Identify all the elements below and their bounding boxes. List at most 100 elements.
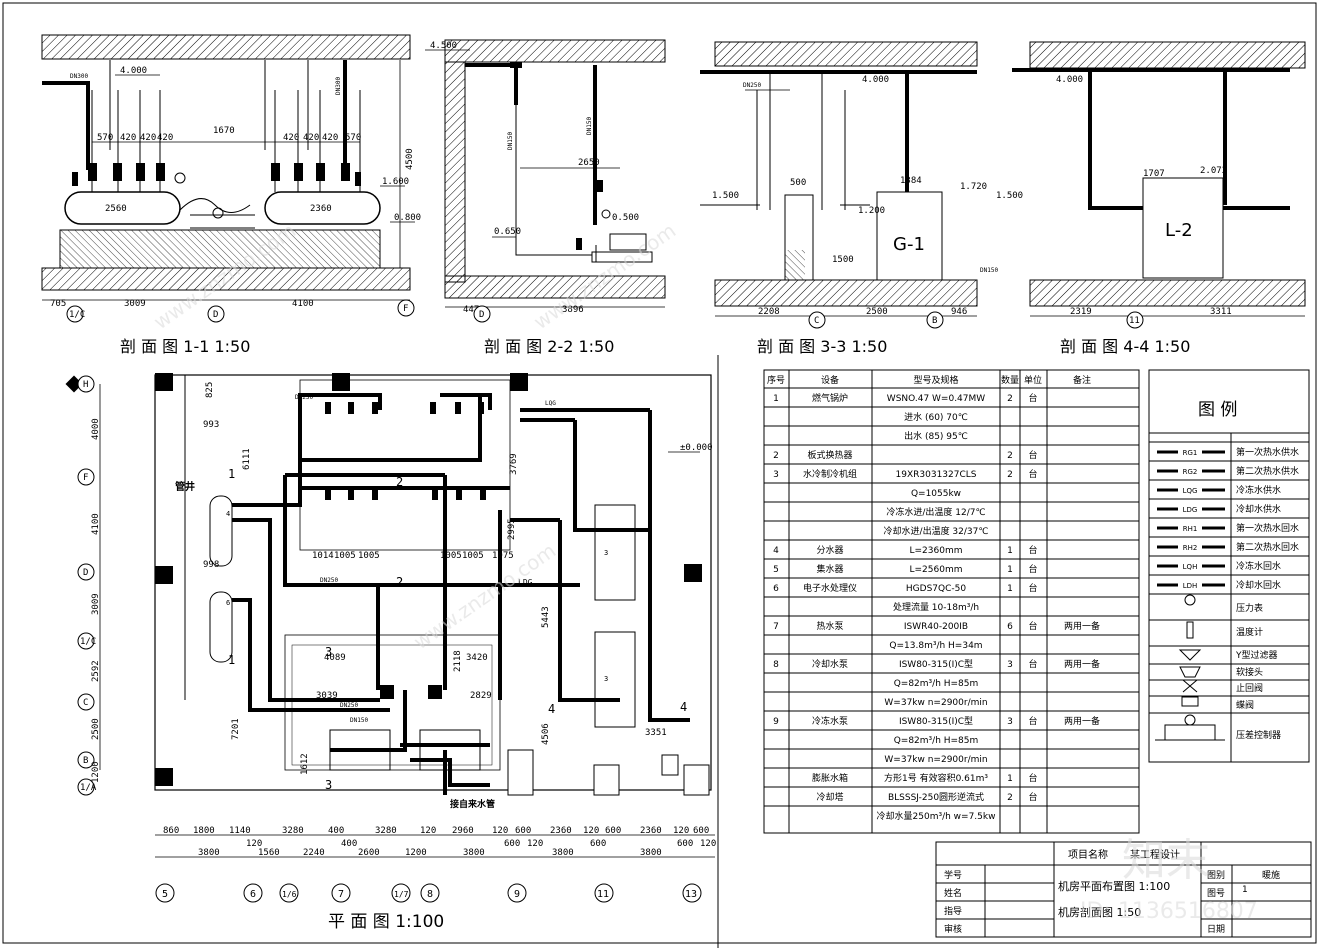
table-cell: 8: [773, 660, 779, 670]
pipe-dn: DN150: [980, 267, 998, 274]
table-cell: 冷冻水进/出温度 12/7℃: [886, 506, 985, 518]
table-cell: 1: [1007, 774, 1013, 784]
dim-label: 420: [120, 133, 136, 143]
dim-label: 400: [341, 839, 357, 849]
dim-label: 4089: [324, 653, 346, 663]
dim-label: 1707: [1143, 169, 1165, 179]
legend-item: 第一次热水回水: [1236, 522, 1299, 534]
dim-label: 120: [673, 826, 689, 836]
table-cell: 台: [1028, 449, 1037, 461]
legend-item: 蝶阀: [1236, 699, 1254, 711]
elev-label: 1.500: [996, 191, 1023, 201]
legend-item: 软接头: [1236, 666, 1263, 678]
dim-label: 2829: [470, 691, 492, 701]
table-cell: 台: [1028, 658, 1037, 670]
table-cell: 冷却塔: [816, 791, 843, 803]
axis-bubble: C: [83, 698, 88, 708]
tb-value: 暖施: [1262, 869, 1280, 881]
dim-label: 1500: [832, 255, 854, 265]
plan-label: 接自来水管: [450, 798, 495, 810]
dim-label: 1384: [900, 176, 922, 186]
elev-label: 0.650: [494, 227, 521, 237]
table-cell: HGDS7QC-50: [906, 584, 966, 594]
marker: 3: [604, 675, 608, 683]
pipe-dn: DN250: [295, 394, 313, 401]
axis-bubble: C: [814, 316, 819, 326]
cooling-tower-l2: [1142, 177, 1224, 279]
tb-label: 图号: [1207, 888, 1225, 899]
marker: 4: [548, 702, 555, 716]
table-cell: 台: [1028, 791, 1037, 803]
table-cell: 台: [1028, 715, 1037, 727]
section-3-3: G-1 DN250 4.000 1.500 1.200 1.720 500 13…: [700, 41, 998, 356]
dim-label: 420: [157, 133, 173, 143]
dim-label: 2500: [866, 307, 888, 317]
table-header: 备注: [1073, 374, 1091, 386]
bottom-dims-bot: 3800 120 1560 2240 400 2600 1200 3800 60…: [198, 839, 716, 858]
table-cell: 3: [1007, 717, 1013, 727]
dim-label: 7201: [231, 718, 241, 740]
section-title: 剖 面 图 4-4 1:50: [1060, 337, 1190, 356]
legend-item: 压力表: [1236, 602, 1263, 614]
table-cell: 台: [1028, 582, 1037, 594]
table-cell: 膨胀水箱: [812, 772, 848, 784]
legend-code: RH2: [1183, 544, 1198, 552]
tb-label: 审核: [944, 923, 962, 935]
dim-label: 120: [420, 826, 436, 836]
tb-label: 指导: [944, 905, 962, 917]
dim-label: 2960: [452, 826, 474, 836]
dim-label: 1005: [334, 551, 356, 561]
section-title: 剖 面 图 2-2 1:50: [484, 337, 614, 356]
section-4-4: L-2 4.000 1.500 2.073 1707 2319 3311 11 …: [996, 41, 1306, 356]
dim-label: 2360: [640, 826, 662, 836]
table-cell: W=37kw n=2900r/min: [884, 755, 987, 765]
dim-label: 5443: [541, 606, 551, 628]
dim-label: 1140: [229, 826, 251, 836]
table-cell: 6: [1007, 622, 1013, 632]
dim-label: 2500: [91, 718, 101, 740]
dim-label: 420: [140, 133, 156, 143]
table-cell: 2: [1007, 451, 1013, 461]
table-cell: Q=82m³/h H=85m: [894, 679, 979, 689]
table-header: 数量: [1001, 374, 1019, 386]
dim-label: 998: [203, 560, 219, 570]
table-cell: 台: [1028, 620, 1037, 632]
axis-bubble: B: [83, 756, 88, 766]
table-cell: 台: [1028, 392, 1037, 404]
table-cell: 19XR3031327CLS: [896, 470, 977, 480]
axis-bubble: 7: [338, 889, 344, 900]
table-cell: 燃气锅炉: [812, 392, 848, 404]
dim-label: 120: [492, 826, 508, 836]
tb-label: 学号: [944, 869, 962, 881]
table-cell: 台: [1028, 563, 1037, 575]
dim-label: 3800: [640, 848, 662, 858]
pressure-gauge-icon: [1184, 594, 1196, 606]
dim-label: 3280: [282, 826, 304, 836]
elev-label: 4.000: [120, 66, 147, 76]
dim-label: 120: [700, 839, 716, 849]
tb-label: 图别: [1207, 870, 1225, 881]
dim-label: 120: [527, 839, 543, 849]
dim-label: 4100: [292, 299, 314, 309]
table-cell: L=2560mm: [910, 565, 963, 575]
tank-right: [264, 191, 381, 225]
pipe-dn: DN150: [586, 117, 593, 135]
dim-label: 3896: [562, 305, 584, 315]
table-cell: 9: [773, 717, 779, 727]
watermark-logo: 知末: [1122, 835, 1210, 886]
pump: [609, 233, 647, 251]
watermark-site: www.znzmo.com: [409, 538, 560, 654]
watermark-id: ID: 1136516807: [1080, 899, 1258, 924]
table-cell: 2: [1007, 394, 1013, 404]
table-cell: 分水器: [816, 544, 843, 556]
thermometer-icon: [1186, 621, 1194, 639]
axis-bubble: 1/C: [69, 310, 85, 320]
dim-label: 1014: [312, 551, 334, 561]
dim-label: 600: [504, 839, 520, 849]
table-cell: 冷却水量250m³/h w=7.5kw: [877, 810, 996, 822]
pipe-dn: DN150: [507, 132, 514, 150]
dim-label: 2995: [507, 518, 517, 540]
elev-label: 4.000: [1056, 75, 1083, 85]
dim-label: 120: [246, 839, 262, 849]
